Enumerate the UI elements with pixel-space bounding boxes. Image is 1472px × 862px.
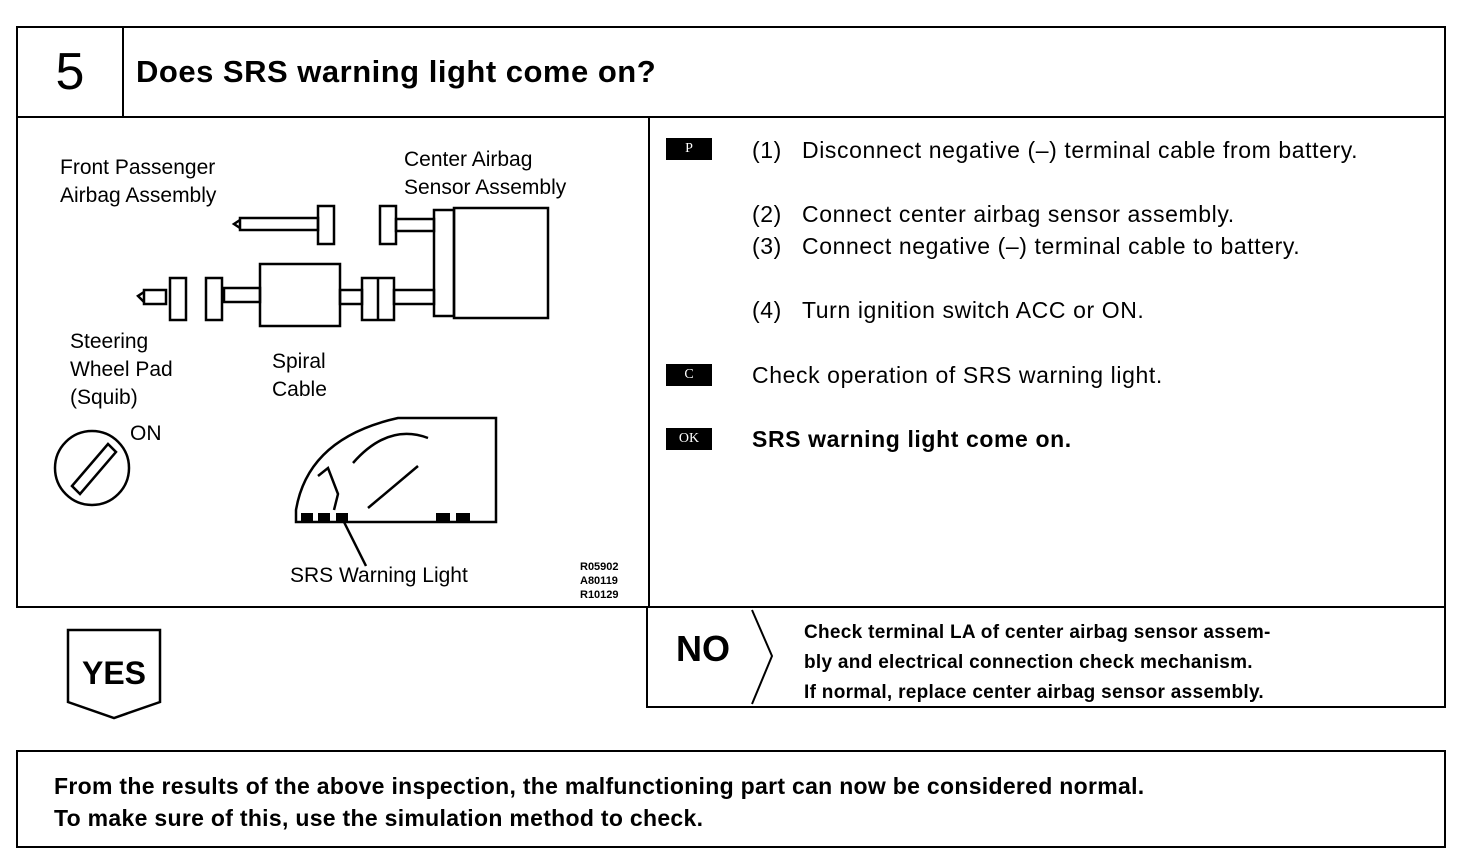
procedure-step-4: (4) Turn ignition switch ACC or ON. (752, 294, 1414, 326)
center-airbag-sensor-shape (452, 206, 550, 320)
step-number: 5 (18, 28, 124, 116)
check-badge: C (666, 364, 712, 386)
on-label: ON (130, 422, 162, 445)
step-4-text: Turn ignition switch ACC or ON. (802, 297, 1145, 323)
step-2-text: Connect center airbag sensor assembly. (802, 201, 1235, 227)
srs-pointer-line (341, 519, 368, 567)
spiral-cable-shape (258, 262, 342, 328)
ignition-key-icon (53, 429, 131, 507)
conclusion-box: From the results of the above inspection… (16, 750, 1446, 848)
no-instructions: Check terminal LA of center airbag senso… (804, 618, 1271, 708)
conclusion-line-1: From the results of the above inspection… (54, 773, 1145, 799)
spiral-right-harness-shape (338, 288, 364, 306)
conclusion-line-2: To make sure of this, use the simulation… (54, 805, 704, 831)
front-passenger-label-1: Front Passenger (60, 156, 215, 179)
main-panel: Front Passenger Airbag Assembly Center A… (16, 116, 1446, 608)
gauge-arc-icon (352, 432, 429, 464)
prep-badge: P (666, 138, 712, 160)
passenger-harness-shape (238, 216, 320, 232)
procedure-step-3: (3) Connect negative (–) terminal cable t… (752, 230, 1414, 262)
panel-divider (648, 118, 650, 606)
no-line-1: Check terminal LA of center airbag senso… (804, 622, 1271, 643)
diagram-svg: Front Passenger Airbag Assembly Center A… (53, 148, 619, 601)
srs-warning-light-label: SRS Warning Light (290, 564, 468, 587)
center-harness-shape (394, 217, 436, 233)
figure-code-3: R10129 (580, 589, 619, 601)
step-3-num: (3) (752, 233, 782, 259)
cluster-indicator-3-icon (436, 513, 450, 523)
ok-text: SRS warning light come on. (752, 426, 1072, 452)
steering-label-1: Steering (70, 330, 148, 353)
steering-label-3: (Squib) (70, 386, 138, 409)
steering-connector-2-shape (204, 276, 224, 322)
center-connector-left-shape (378, 204, 398, 246)
figure-code-2: A80119 (580, 575, 618, 587)
procedure-step-1: (1) Disconnect negative (–) terminal cabl… (752, 134, 1414, 166)
step-3-text: Connect negative (–) terminal cable to b… (802, 233, 1301, 259)
procedure-step-2: (2) Connect center airbag sensor assembly… (752, 198, 1414, 230)
no-label: NO (676, 628, 730, 669)
ignition-key-slot-icon (70, 442, 118, 496)
no-line-2: bly and electrical connection check mech… (804, 652, 1253, 673)
conclusion-text: From the results of the above inspection… (54, 770, 1144, 834)
gauge-needle-icon (367, 465, 419, 509)
ok-badge: OK (666, 428, 712, 450)
no-result-box: NO Check terminal LA of center airbag se… (646, 606, 1446, 708)
step-header: 5 Does SRS warning light come on? (16, 26, 1446, 118)
step-1-num: (1) (752, 137, 782, 163)
steering-label-2: Wheel Pad (70, 358, 173, 381)
center-airbag-label-1: Center Airbag (404, 148, 532, 171)
spiral-to-sensor-harness-shape (392, 288, 436, 306)
no-line-3: If normal, replace center airbag sensor … (804, 682, 1264, 703)
figure-code-1: R05902 (580, 561, 619, 573)
step-2-num: (2) (752, 201, 782, 227)
steering-tip-shape (136, 290, 145, 303)
spiral-label-1: Spiral (272, 350, 326, 373)
wiring-diagram: Front Passenger Airbag Assembly Center A… (18, 118, 648, 606)
cluster-lever-icon (317, 465, 340, 511)
yes-arrow: YES (66, 628, 162, 720)
check-text: Check operation of SRS warning light. (752, 362, 1163, 388)
srs-warning-light-icon (336, 513, 348, 523)
cluster-indicator-2-icon (318, 513, 330, 523)
center-airbag-label-2: Sensor Assembly (404, 176, 567, 199)
front-passenger-label-2: Airbag Assembly (60, 184, 217, 207)
spiral-left-harness-shape (222, 286, 262, 304)
step-4-num: (4) (752, 297, 782, 323)
yes-label: YES (82, 655, 146, 691)
cluster-indicator-4-icon (456, 513, 470, 523)
passenger-connector-shape (316, 204, 336, 246)
cluster-indicator-1-icon (301, 513, 313, 523)
passenger-connector-tip-shape (231, 218, 241, 230)
instrument-cluster-icon (294, 416, 498, 524)
yes-arrow-shape (66, 628, 162, 720)
steering-connector-shape (168, 276, 188, 322)
steering-harness-shape (142, 288, 168, 306)
step-1-text: Disconnect negative (–) terminal cable f… (802, 137, 1359, 163)
step-title: Does SRS warning light come on? (136, 54, 657, 89)
center-sensor-connector-shape (432, 208, 456, 318)
spiral-label-2: Cable (272, 378, 327, 401)
no-chevron-icon (751, 609, 774, 705)
